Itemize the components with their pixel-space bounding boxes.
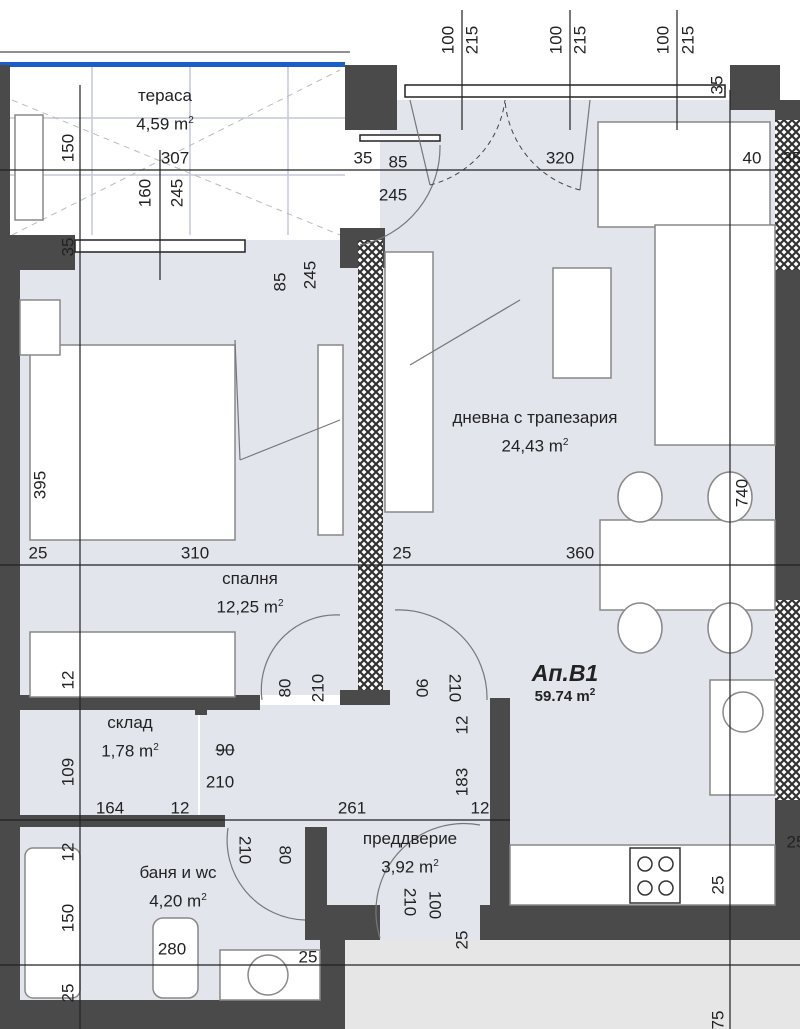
apartment-label: Ап.B1 59.74 m2 (532, 660, 598, 705)
dimension-label: 210 (445, 673, 465, 703)
dimension-lines (0, 10, 800, 1029)
dimension-label: 80 (275, 678, 295, 698)
ground-area (345, 940, 800, 1029)
room-area: 24,43 m2 (501, 436, 569, 456)
dimension-label: 210 (235, 835, 255, 865)
dimension-label: 150 (58, 903, 78, 933)
dimension-label: 25 (28, 543, 48, 563)
dimension-label: 210 (400, 887, 420, 917)
dimension-label: 12 (58, 670, 78, 690)
dimension-label: 245 (300, 260, 320, 290)
dimension-label: 160 (135, 178, 155, 208)
dimension-label: 90 (215, 740, 235, 760)
dimension-label: 261 (337, 798, 367, 818)
dimension-label: 395 (30, 470, 50, 500)
dimension-label: 215 (462, 25, 482, 55)
dimension-label: 25 (708, 875, 728, 895)
terrace-tiles (10, 65, 345, 235)
room-bedroom: спалня 12,25 m2 (217, 566, 284, 620)
room-area: 4,59 m2 (136, 114, 194, 134)
dimension-label: 75 (708, 1010, 728, 1029)
dimension-label: 100 (425, 890, 445, 920)
dimension-label: 100 (653, 25, 673, 55)
dimension-label: 35 (782, 148, 800, 168)
room-hallway: преддверие 3,92 m2 (363, 826, 457, 880)
apartment-name: Ап.B1 (531, 660, 599, 686)
dimension-label: 100 (546, 25, 566, 55)
dimension-label: 150 (58, 133, 78, 163)
room-storage: склад 1,78 m2 (101, 710, 159, 764)
terrace-railing (0, 62, 345, 67)
stove-icon (629, 847, 681, 904)
room-area: 1,78 m2 (101, 741, 159, 761)
dimension-label: 210 (308, 673, 328, 703)
room-name: дневна с трапезария (452, 408, 618, 427)
dimension-label: 310 (180, 543, 210, 563)
room-living-dining: дневна с трапезария 24,43 m2 (453, 405, 618, 459)
dimension-label: 109 (58, 757, 78, 787)
storage-floor (20, 710, 198, 820)
room-name: склад (107, 713, 153, 732)
dimension-label: 90 (412, 678, 432, 698)
dimension-label: 360 (565, 543, 595, 563)
dimension-label: 12 (470, 798, 490, 818)
dimension-label: 164 (95, 798, 125, 818)
dimension-label: 740 (732, 478, 752, 508)
room-name: тераса (138, 86, 192, 105)
room-area: 4,20 m2 (149, 891, 207, 911)
dimension-label: 245 (378, 185, 408, 205)
dimension-label: 245 (167, 178, 187, 208)
room-bathroom: баня и wc 4,20 m2 (139, 860, 216, 914)
dimension-label: 25 (392, 543, 412, 563)
room-name: преддверие (362, 829, 458, 848)
dimension-label: 25 (786, 832, 800, 852)
dimension-label: 215 (570, 25, 590, 55)
room-terrace: тераса 4,59 m2 (136, 83, 194, 137)
room-name: баня и wc (139, 863, 217, 882)
dimension-label: 25 (298, 947, 318, 967)
dimension-label: 35 (353, 148, 373, 168)
room-area: 12,25 m2 (216, 597, 284, 617)
room-area: 3,92 m2 (381, 857, 439, 877)
dimension-label: 215 (678, 25, 698, 55)
room-name: спалня (222, 569, 278, 588)
dimension-label: 280 (157, 939, 187, 959)
dimension-label: 25 (58, 983, 78, 1003)
dimension-label: 35 (707, 75, 727, 95)
dimension-label: 85 (388, 152, 408, 172)
partition-wall (358, 240, 383, 690)
dimension-label: 307 (160, 148, 190, 168)
dimension-label: 35 (58, 237, 78, 257)
dimension-label: 100 (438, 25, 458, 55)
dimension-label: 12 (170, 798, 190, 818)
dimension-label: 85 (270, 272, 290, 292)
dimension-label: 210 (205, 772, 235, 792)
terrace-floor (10, 65, 345, 235)
dimension-label: 80 (275, 845, 295, 865)
dimension-label: 12 (58, 842, 78, 862)
apartment-area: 59.74 m2 (534, 687, 596, 705)
dimension-label: 183 (452, 767, 472, 797)
dimension-label: 320 (545, 148, 575, 168)
dimension-label: 12 (452, 715, 472, 735)
dimension-label: 40 (742, 148, 762, 168)
dimension-label: 25 (452, 930, 472, 950)
